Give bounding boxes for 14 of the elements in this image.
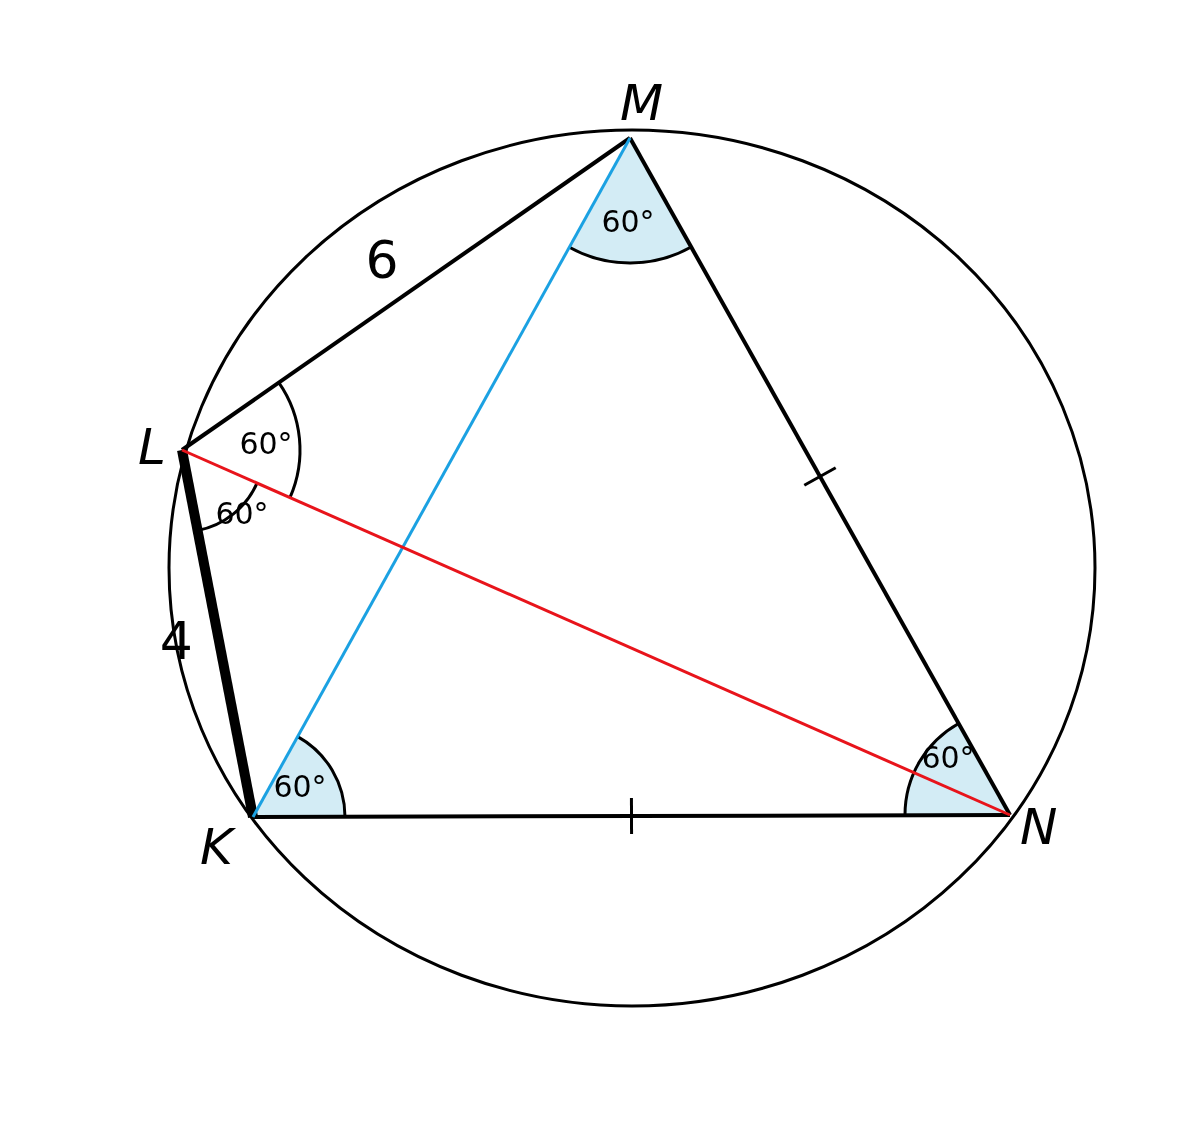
line-segment	[181, 448, 1011, 817]
angle-label: 60°	[273, 771, 327, 803]
vertex-label: M	[618, 78, 666, 128]
vertex-label: L	[136, 422, 168, 472]
line-segment	[628, 137, 1012, 816]
vertex-label: N	[1018, 802, 1060, 852]
line-segment	[177, 449, 258, 818]
angle-label: 60°	[601, 206, 655, 238]
vertex-label: K	[198, 822, 235, 872]
line-segment	[253, 813, 1010, 819]
angle-label: 60°	[239, 428, 293, 460]
line-segment	[251, 137, 632, 818]
line-segment	[180, 136, 632, 452]
side-length-label: 6	[365, 233, 399, 286]
